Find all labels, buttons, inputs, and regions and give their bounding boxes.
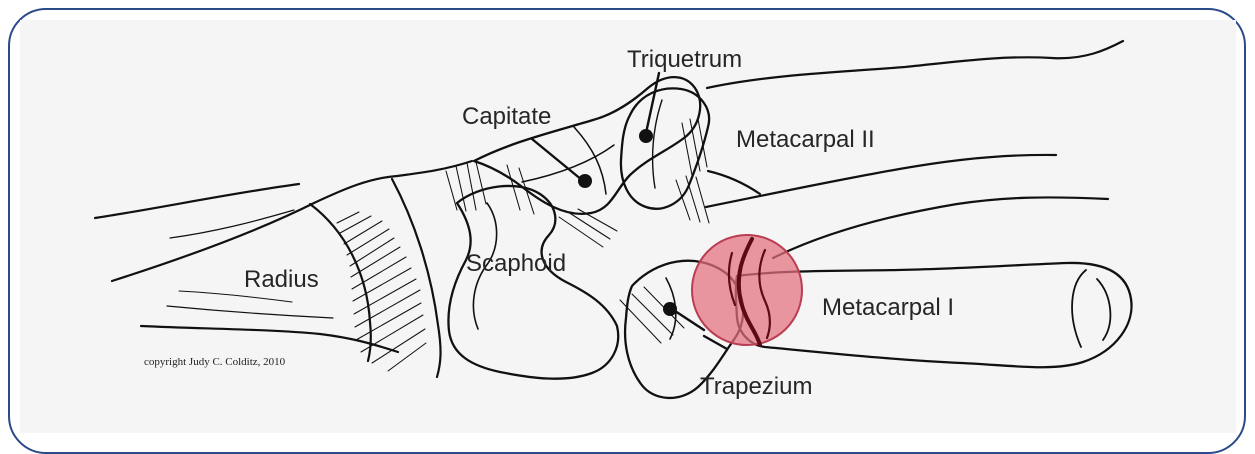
- scaphoid-label: Scaphoid: [466, 252, 566, 276]
- capitate-label: Capitate: [462, 105, 551, 129]
- copyright-notice: copyright Judy C. Colditz, 2010: [144, 356, 285, 368]
- capitate-bone-drawing: [474, 77, 700, 214]
- metacarpal-ii-label: Metacarpal II: [736, 128, 875, 152]
- scaphoid-bone-drawing: [448, 186, 618, 379]
- radius-label: Radius: [244, 268, 319, 292]
- metacarpal-ii-bone-drawing: [707, 41, 1123, 88]
- trapezium-label: Trapezium: [700, 375, 812, 399]
- triquetrum-label: Triquetrum: [627, 48, 742, 72]
- metacarpal-i-label: Metacarpal I: [822, 296, 954, 320]
- label-anchor-dots: [578, 129, 677, 316]
